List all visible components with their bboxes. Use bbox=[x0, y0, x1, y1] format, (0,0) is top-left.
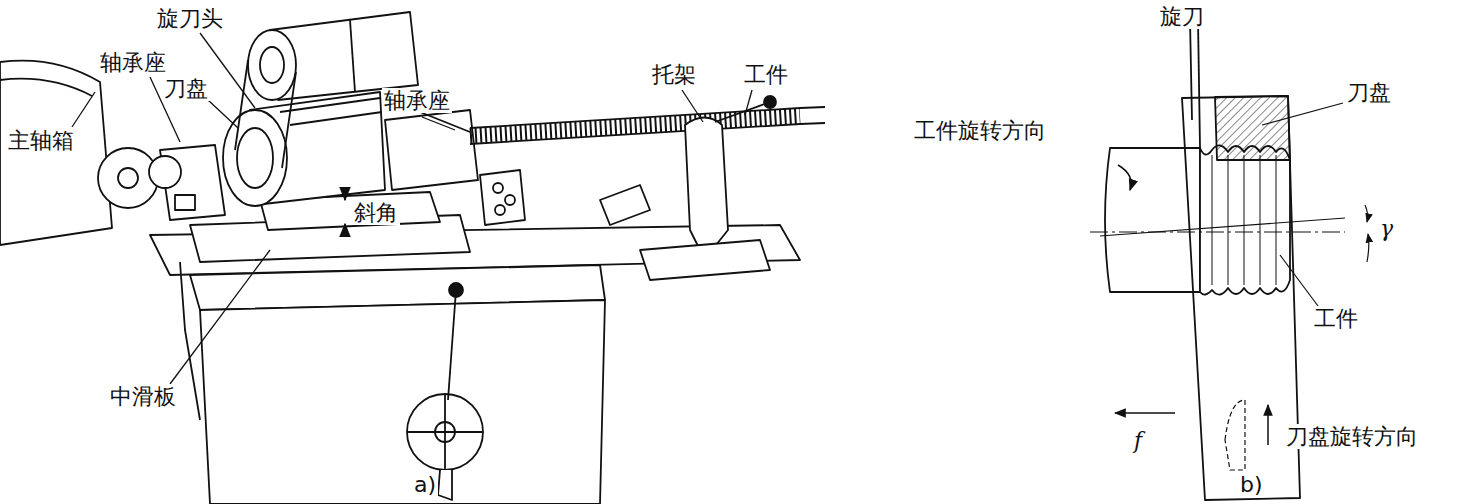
headstock bbox=[0, 61, 112, 245]
feed-arrow bbox=[1115, 412, 1175, 414]
thread bbox=[1200, 145, 1290, 294]
workpiece bbox=[470, 116, 800, 136]
part-label: 刀盘 bbox=[162, 76, 210, 101]
tilt-line bbox=[1100, 218, 1345, 236]
part-label: γ bbox=[1378, 216, 1395, 241]
part-label: b) bbox=[1238, 472, 1265, 497]
part-label: 轴承座 bbox=[382, 88, 452, 113]
part-label: 刀盘旋转方向 bbox=[1284, 424, 1420, 449]
chuck bbox=[98, 148, 158, 208]
center-line bbox=[1090, 231, 1345, 232]
part-label: 旋刀头 bbox=[155, 6, 225, 31]
part-label: 轴承座 bbox=[98, 50, 168, 75]
part-label: 托架 bbox=[650, 62, 698, 87]
cutter bbox=[1190, 20, 1192, 120]
leader-lines bbox=[72, 33, 752, 384]
handwheel bbox=[407, 394, 483, 470]
rotation-arrow bbox=[1118, 165, 1131, 190]
cutter-disc bbox=[223, 110, 287, 206]
part-label: 工件 bbox=[742, 62, 790, 87]
part-label: a) bbox=[412, 472, 438, 497]
part-label: 刀盘 bbox=[1345, 80, 1393, 105]
part-label: 工件 bbox=[1312, 306, 1360, 331]
part-label: f bbox=[1132, 428, 1144, 453]
bearing-seat bbox=[385, 110, 478, 190]
part-label: 中滑板 bbox=[108, 384, 178, 409]
disc-rotation-arrow bbox=[1267, 405, 1269, 445]
part-label: 斜角 bbox=[352, 200, 400, 225]
part-label: 主轴箱 bbox=[6, 128, 76, 153]
steady-rest bbox=[685, 118, 728, 251]
part-label: 旋刀 bbox=[1158, 4, 1206, 29]
cutter-disc bbox=[1182, 96, 1300, 500]
part-label: 工件旋转方向 bbox=[912, 118, 1048, 143]
